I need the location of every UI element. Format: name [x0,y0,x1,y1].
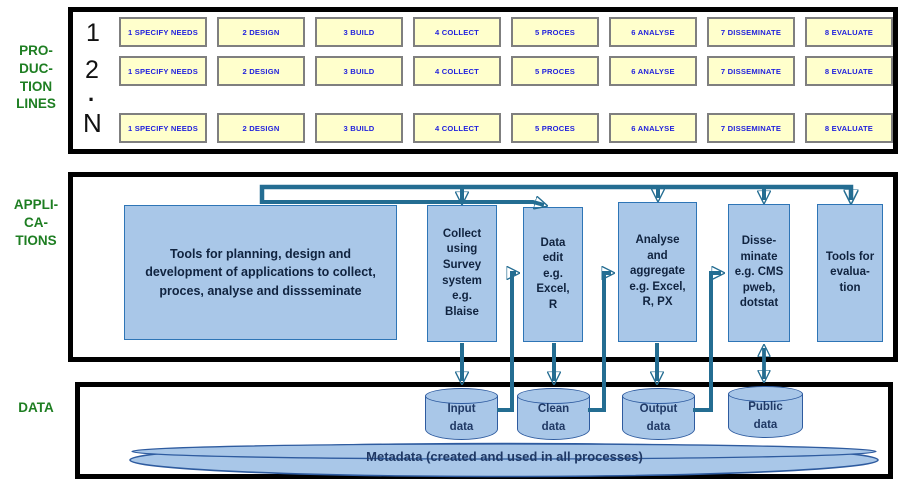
input-data-label: Input data [447,403,476,433]
production-row-1: 1 SPECIFY NEEDS 2 DESIGN 3 BUILD 4 COLLECT 5… [119,17,893,47]
metadata-band [129,442,879,478]
public-data-cylinder: Public data [728,386,803,438]
phase-box: 2 DESIGN [217,113,305,143]
output-data-cylinder: Output data [622,388,695,440]
phase-box: 5 PROCES [511,113,599,143]
collect-text: Collect using Survey system e.g. Blaise [442,227,482,318]
data-edit-text: Data edit e.g. Excel, R [536,236,570,311]
production-row-n: 1 SPECIFY NEEDS 2 DESIGN 3 BUILD 4 COLLECT 5… [119,113,893,143]
output-data-label: Output data [639,403,678,433]
public-data-label: Public data [748,401,783,431]
phase-box: 4 COLLECT [413,17,501,47]
analyse-text: Analyse and aggregate e.g. Excel, R, PX [629,234,686,309]
phase-box: 5 PROCES [511,56,599,86]
phase-box: 4 COLLECT [413,113,501,143]
production-row-label-n: N [83,108,102,138]
data-edit-box: Data edit e.g. Excel, R [523,207,583,342]
phase-box: 7 DISSEMINATE [707,56,795,86]
clean-data-label: Clean data [537,403,570,433]
disseminate-box: Disse- minate e.g. CMS pweb, dotstat [728,204,790,342]
clean-data-cylinder: Clean data [517,388,590,440]
production-row-label-2: 2 [85,56,99,84]
production-row-label-1: 1 [86,19,100,47]
cylinder-body [425,396,498,440]
phase-box: 8 EVALUATE [805,56,893,86]
phase-box: 6 ANALYSE [609,56,697,86]
tools-planning-text: Tools for planning, design and developme… [145,247,376,298]
phase-box: 2 DESIGN [217,17,305,47]
phase-box: 1 SPECIFY NEEDS [119,113,207,143]
production-lines-label: PRO- DUC- TION LINES [16,43,56,112]
phase-box: 8 EVALUATE [805,17,893,47]
phase-box: 1 SPECIFY NEEDS [119,56,207,86]
evaluation-text: Tools for evalua- tion [825,250,875,294]
phase-box: 7 DISSEMINATE [707,113,795,143]
cylinder-top [728,386,803,402]
input-data-cylinder: Input data [425,388,498,440]
phase-box: 4 COLLECT [413,56,501,86]
phase-box: 8 EVALUATE [805,113,893,143]
data-label: DATA [18,400,54,415]
production-row-label-ellipsis: . [88,81,95,106]
analyse-box: Analyse and aggregate e.g. Excel, R, PX [618,202,697,342]
phase-box: 3 BUILD [315,113,403,143]
phase-box: 3 BUILD [315,17,403,47]
production-row-2: 1 SPECIFY NEEDS 2 DESIGN 3 BUILD 4 COLLECT 5… [119,56,893,86]
phase-box: 2 DESIGN [217,56,305,86]
phase-box: 7 DISSEMINATE [707,17,795,47]
disseminate-text: Disse- minate e.g. CMS pweb, dotstat [734,235,784,310]
applications-label: APPLI- CA- TIONS [13,197,59,248]
collect-box: Collect using Survey system e.g. Blaise [427,205,497,342]
phase-box: 1 SPECIFY NEEDS [119,17,207,47]
phase-box: 6 ANALYSE [609,113,697,143]
phase-box: 6 ANALYSE [609,17,697,47]
phase-box: 5 PROCES [511,17,599,47]
metadata-label: Metadata (created and used in all proces… [366,449,643,464]
tools-planning-box: Tools for planning, design and developme… [124,205,397,340]
evaluation-box: Tools for evalua- tion [817,204,883,342]
phase-box: 3 BUILD [315,56,403,86]
